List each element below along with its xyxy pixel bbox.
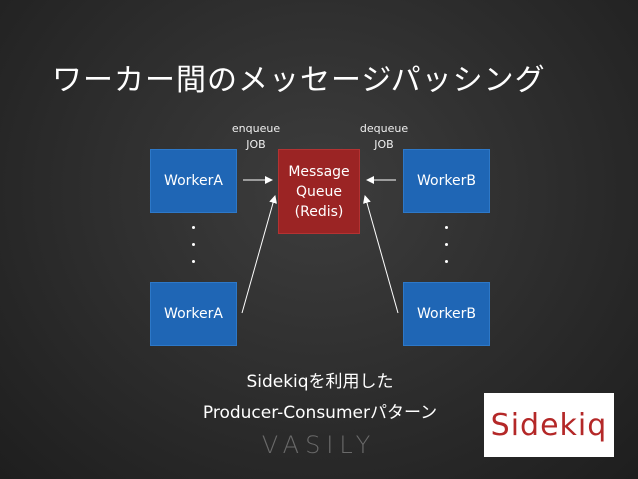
enqueue-label-line2: JOB bbox=[246, 138, 266, 151]
queue-line-1: Message bbox=[288, 163, 350, 180]
message-queue-box: Message Queue (Redis) bbox=[278, 149, 360, 234]
worker-a-top: WorkerA bbox=[150, 149, 237, 213]
enqueue-label-line1: enqueue bbox=[231, 122, 281, 135]
vasily-brand-logo: VASILY bbox=[261, 431, 377, 459]
enqueue-label: enqueue JOB bbox=[224, 121, 288, 153]
arrow-enqueue-bottom bbox=[241, 195, 277, 314]
arrow-dequeue-bottom bbox=[363, 195, 399, 314]
dequeue-label-line2: JOB bbox=[374, 138, 394, 151]
dequeue-label: dequeue JOB bbox=[352, 121, 416, 153]
queue-line-3: (Redis) bbox=[294, 203, 344, 220]
dequeue-label-line1: dequeue bbox=[359, 122, 409, 135]
slide-title: ワーカー間のメッセージパッシング bbox=[52, 63, 546, 98]
worker-b-top: WorkerB bbox=[403, 149, 490, 213]
worker-a-bottom: WorkerA bbox=[150, 282, 237, 346]
sidekiq-logo: Sidekiq bbox=[484, 393, 614, 457]
worker-b-bottom: WorkerB bbox=[403, 282, 490, 346]
ellipsis-dots-left bbox=[188, 226, 198, 277]
caption-line1: Sidekiqを利用した bbox=[246, 372, 394, 392]
caption-line2: Producer-Consumerパターン bbox=[202, 403, 438, 423]
ellipsis-dots-right bbox=[441, 226, 451, 277]
queue-line-2: Queue bbox=[296, 183, 342, 200]
